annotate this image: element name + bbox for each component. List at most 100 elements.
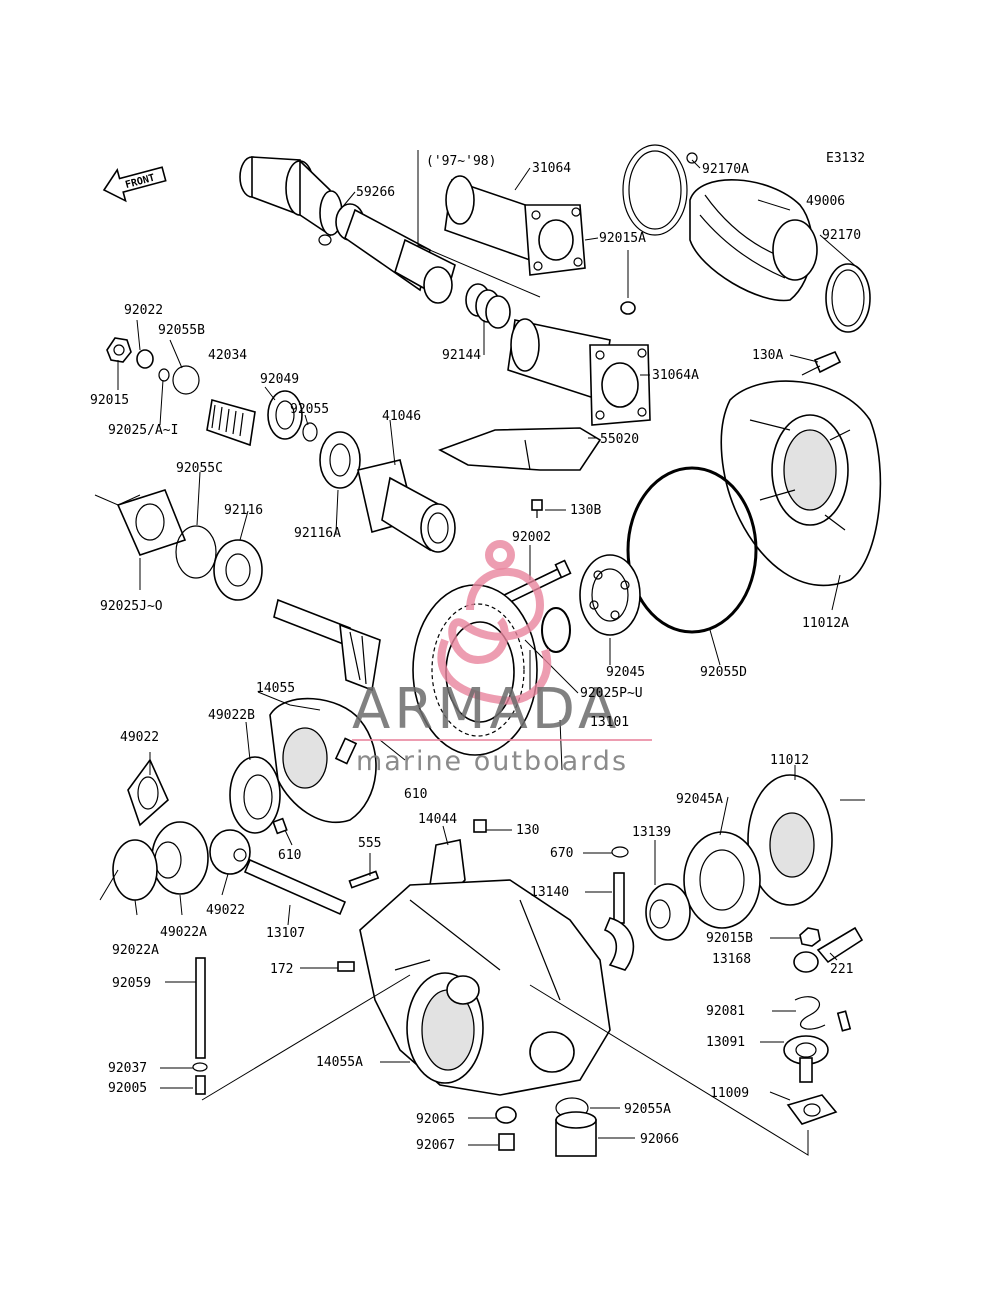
side-gear-b-icon [229, 756, 281, 834]
diagram-code: E3132 [826, 151, 865, 166]
label-92081: 92081 [706, 1004, 745, 1019]
plug-172-icon [337, 961, 355, 972]
label-11009: 11009 [710, 1086, 749, 1101]
nut-icon [106, 337, 132, 363]
label-92059: 92059 [112, 976, 151, 991]
label-92015: 92015 [90, 393, 129, 408]
year-note: ('97~'98) [426, 154, 496, 169]
label-13139: 13139 [632, 825, 671, 840]
label-670: 670 [550, 846, 573, 861]
label-92170: 92170 [822, 228, 861, 243]
label-31064A: 31064A [652, 368, 699, 383]
label-555: 555 [358, 836, 381, 851]
label-11012: 11012 [770, 753, 809, 768]
bolt-icon [801, 350, 842, 376]
drive-shaft-icon [239, 156, 456, 304]
washer-92065-icon [495, 1106, 517, 1124]
thrust-washer-a-icon [112, 839, 158, 901]
label-92055D: 92055D [700, 665, 747, 680]
label-92022A: 92022A [112, 943, 159, 958]
label-59266: 59266 [356, 185, 395, 200]
label-92055: 92055 [290, 402, 329, 417]
bolt-92067-icon [498, 1133, 515, 1151]
label-92055A: 92055A [624, 1102, 671, 1117]
label-49022-top: 49022 [120, 730, 159, 745]
label-92170A: 92170A [702, 162, 749, 177]
bearing-92045a-icon [683, 831, 761, 929]
label-13107: 13107 [266, 926, 305, 941]
label-92022: 92022 [124, 303, 163, 318]
coupling-icon [645, 883, 691, 941]
label-13091: 13091 [706, 1035, 745, 1050]
o-ring-small-icon [172, 365, 200, 395]
housing-tube-icon [417, 150, 586, 298]
label-42034: 42034 [208, 348, 247, 363]
shift-lever-icon [783, 1035, 829, 1083]
label-31064: 31064 [532, 161, 571, 176]
label-14055A: 14055A [316, 1055, 363, 1070]
screw-icon [836, 1010, 852, 1032]
bearing-92049-icon [267, 390, 303, 440]
label-130A: 130A [752, 348, 783, 363]
label-92015B: 92015B [706, 931, 753, 946]
label-11012A: 11012A [802, 616, 849, 631]
o-ring-670-icon [611, 846, 629, 858]
label-13101: 13101 [590, 715, 629, 730]
label-130B: 130B [570, 503, 601, 518]
label-92116A: 92116A [294, 526, 341, 541]
washer-icon [136, 349, 154, 369]
label-92025A-I: 92025/A~I [108, 423, 178, 438]
washer-hole [233, 848, 247, 862]
bearing-icon [579, 554, 641, 636]
label-610-top: 610 [404, 787, 427, 802]
label-14055: 14055 [256, 681, 295, 696]
label-92045A: 92045A [676, 792, 723, 807]
o-ring-92037-icon [192, 1062, 208, 1072]
watermark-brand: ARMADA [352, 677, 620, 742]
pinion-shaft-icon [273, 598, 381, 692]
pin-b-icon [334, 737, 358, 765]
guard-plate-icon [438, 427, 602, 471]
label-130: 130 [516, 823, 539, 838]
rubber-boot-icon [622, 144, 871, 333]
label-92049: 92049 [260, 372, 299, 387]
pretzel-logo-icon [437, 540, 552, 705]
label-92025P-U: 92025P~U [580, 686, 643, 701]
part-labels: 59266 31064 92170A 49006 92170 92015A 92… [90, 161, 861, 1153]
label-92065: 92065 [416, 1112, 455, 1127]
shift-fork-icon [603, 872, 635, 971]
ring-92055-icon [302, 422, 318, 442]
leader-lines [94, 159, 865, 1156]
drain-plug-icon [555, 1111, 597, 1157]
roll-pin-icon [348, 870, 380, 889]
label-49022A: 49022A [160, 925, 207, 940]
label-55020: 55020 [600, 432, 639, 447]
bevel-gear-icon [127, 758, 169, 827]
label-221: 221 [830, 962, 853, 977]
flange-plate-icon [747, 774, 833, 906]
label-49022-bottom: 49022 [206, 903, 245, 918]
pinion-gear-icon [206, 398, 256, 447]
pin-icon [272, 817, 288, 835]
label-14044: 14044 [418, 812, 457, 827]
label-92025J-O: 92025J~O [100, 599, 163, 614]
label-41046: 41046 [382, 409, 421, 424]
label-13140: 13140 [530, 885, 569, 900]
cross-shaft-icon [243, 858, 347, 916]
nut-92015b-icon [799, 927, 821, 947]
label-92015A: 92015A [599, 231, 646, 246]
spring-icon [465, 283, 511, 329]
label-92055C: 92055C [176, 461, 223, 476]
o-ring-c-icon [175, 525, 217, 579]
label-610-bottom: 610 [278, 848, 301, 863]
label-13168: 13168 [712, 952, 751, 967]
bearing-92116-icon [213, 539, 263, 601]
label-92037: 92037 [108, 1061, 147, 1076]
label-49006: 49006 [806, 194, 845, 209]
watermark-rule [352, 739, 652, 741]
return-spring-icon [794, 996, 826, 1030]
label-92002: 92002 [512, 530, 551, 545]
label-92144: 92144 [442, 348, 481, 363]
label-92067: 92067 [416, 1138, 455, 1153]
